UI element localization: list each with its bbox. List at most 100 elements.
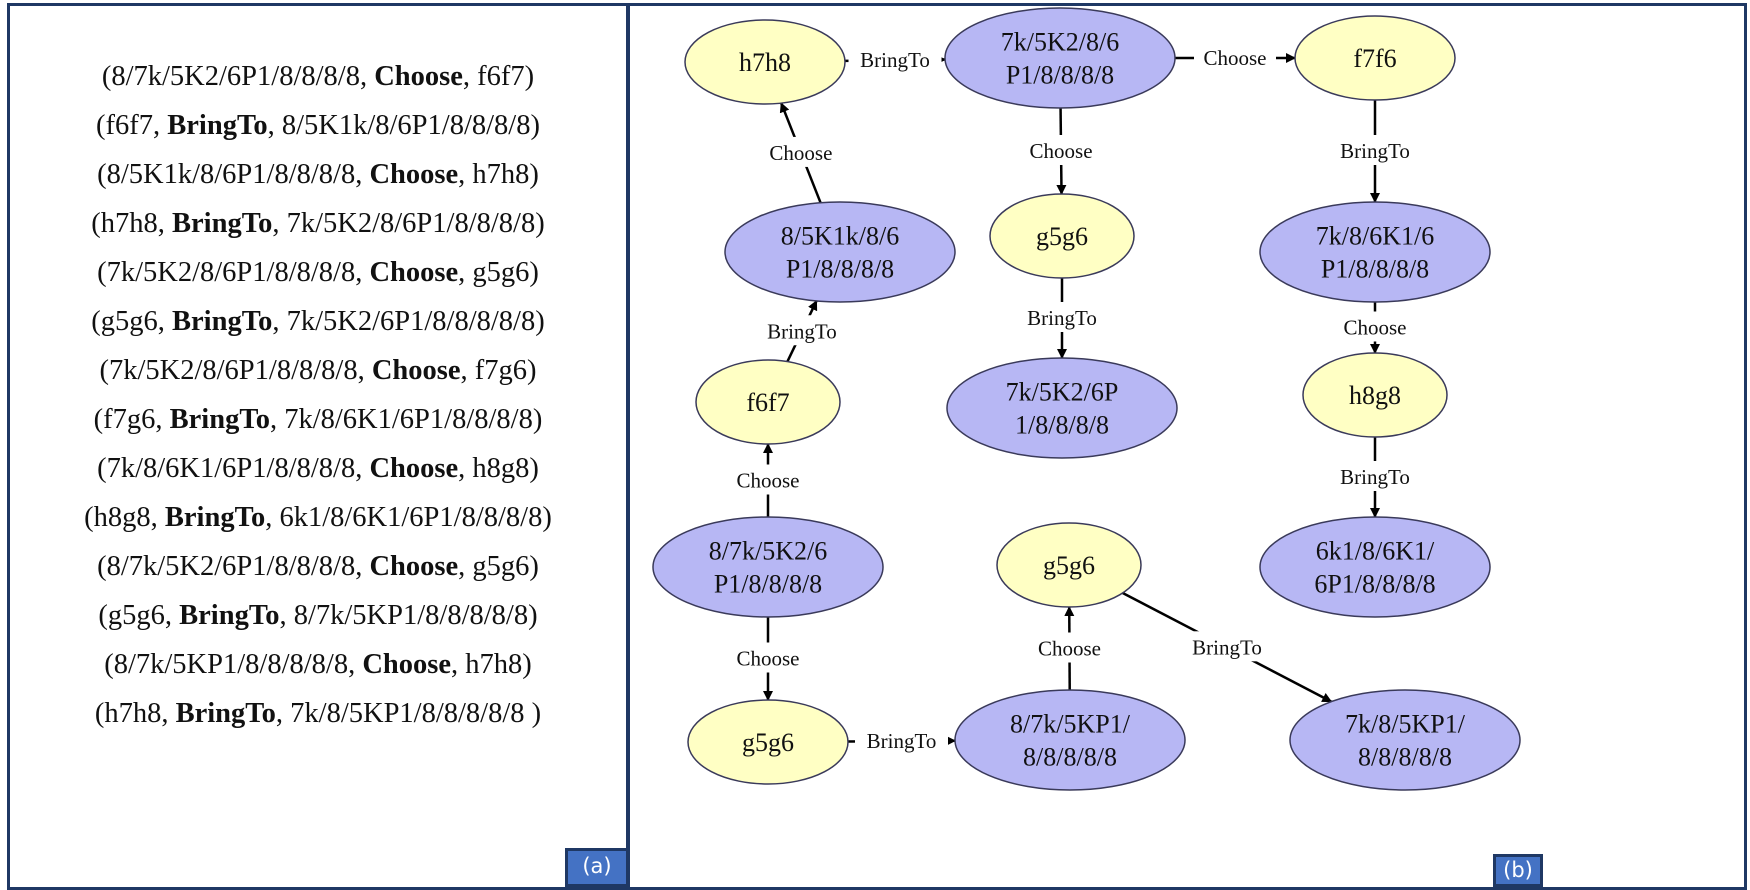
node-label: 6P1/8/8/8/8 (1314, 570, 1435, 599)
triple-predicate: BringTo (167, 110, 268, 141)
node-ellipse (687, 699, 849, 785)
panel-b-label: (b) (1493, 854, 1543, 887)
edge: Choose (1334, 302, 1416, 354)
panel-a-label: (a) (565, 848, 629, 887)
state-node: 7k/5K2/6P1/8/8/8/8 (946, 357, 1178, 459)
triple-object: 7k/8/5KP1/8/8/8/8/8 (290, 698, 532, 729)
node-label: 8/7k/5KP1/ (1010, 710, 1131, 739)
state-node: 6k1/8/6K1/6P1/8/8/8/8 (1259, 516, 1491, 618)
node-ellipse (1294, 15, 1456, 101)
edge-label: BringTo (867, 729, 937, 753)
triple-subject: 8/5K1k/8/6P1/8/8/8/8 (106, 159, 356, 190)
triple-predicate: Choose (369, 453, 459, 484)
triple-object: 8/5K1k/8/6P1/8/8/8/8 (281, 110, 531, 141)
edge-label: BringTo (1340, 139, 1410, 163)
triple-subject: g5g6 (107, 600, 165, 631)
triple-predicate: Choose (369, 257, 459, 288)
state-node: 7k/5K2/8/6P1/8/8/8/8 (944, 7, 1176, 109)
edge-label-bg (755, 315, 849, 346)
triple-row: (h7h8, BringTo, 7k/8/5KP1/8/8/8/8/8 ) (94, 698, 542, 729)
node-label: 7k/5K2/6P (1006, 378, 1119, 407)
edge: Choose (1175, 42, 1296, 72)
state-node: 8/5K1k/8/6P1/8/8/8/8 (724, 201, 956, 303)
edge: BringTo (844, 44, 947, 75)
triple-predicate: BringTo (164, 502, 266, 533)
node-label: g5g6 (1036, 222, 1088, 251)
panel-divider (626, 3, 630, 887)
node-ellipse (684, 19, 846, 105)
triple-object: f6f7 (477, 61, 525, 92)
edge: BringTo (1328, 437, 1422, 518)
triple-predicate: BringTo (169, 404, 270, 435)
state-node: 8/7k/5KP1/8/8/8/8/8 (954, 689, 1186, 791)
triple-subject: h7h8 (100, 208, 158, 239)
node-label: 6k1/8/6K1/ (1316, 537, 1435, 566)
edge-label: BringTo (1192, 635, 1262, 659)
triple-predicate: Choose (369, 551, 459, 582)
triple-predicate: Choose (369, 159, 459, 190)
state-node: 8/7k/5K2/6P1/8/8/8/8 (652, 516, 884, 618)
edge: BringTo (1015, 278, 1109, 359)
triple-object: f7g6 (474, 355, 528, 386)
triple-row: (g5g6, BringTo, 7k/5K2/6P1/8/8/8/8/8) (91, 306, 545, 337)
triple-object: 7k/8/6K1/6P1/8/8/8/8 (284, 404, 533, 435)
edge-label-bg (1180, 631, 1274, 662)
node-ellipse (695, 359, 841, 445)
triple-row: (h7h8, BringTo, 7k/5K2/8/6P1/8/8/8/8) (91, 208, 545, 239)
edge-label: Choose (769, 141, 832, 165)
triple-row: (8/7k/5KP1/8/8/8/8/8, Choose, h7h8) (104, 649, 532, 680)
node-label: P1/8/8/8/8 (1321, 255, 1429, 284)
edge: BringTo (755, 300, 849, 363)
node-label: h8g8 (1349, 381, 1401, 410)
triple-predicate: Choose (362, 649, 452, 680)
triple-subject: f6f7 (105, 110, 154, 141)
triple-object: h7h8 (465, 649, 523, 680)
node-ellipse (652, 516, 884, 618)
triple-predicate: BringTo (179, 600, 280, 631)
triple-subject: h7h8 (104, 698, 162, 729)
triple-row: (8/7k/5K2/6P1/8/8/8/8, Choose, f6f7) (101, 61, 535, 92)
node-label: 8/7k/5K2/6 (709, 537, 827, 566)
triple-object: g5g6 (472, 257, 530, 288)
triple-predicate: Choose (371, 355, 461, 386)
edge-label-bg (855, 725, 949, 756)
triple-row: (7k/5K2/8/6P1/8/8/8/8, Choose, f7g6) (99, 355, 537, 386)
triple-row: (g5g6, BringTo, 8/7k/5KP1/8/8/8/8/8) (98, 600, 538, 631)
edge: Choose (759, 102, 842, 204)
node-label: f6f7 (746, 388, 789, 417)
triple-predicate: BringTo (172, 306, 273, 337)
node-ellipse (1259, 516, 1491, 618)
edge-label-bg (1328, 135, 1422, 165)
node-ellipse (944, 7, 1176, 109)
move-node: h8g8 (1302, 352, 1448, 438)
triple-subject: 8/7k/5K2/6P1/8/8/8/8 (111, 61, 360, 92)
edge-label: Choose (1038, 636, 1101, 660)
node-label: 8/5K1k/8/6 (781, 222, 899, 251)
state-node: 7k/8/5KP1/8/8/8/8/8 (1289, 689, 1521, 791)
node-ellipse (996, 522, 1142, 608)
edge-label: BringTo (1027, 306, 1097, 330)
triple-object: h7h8 (472, 159, 530, 190)
edge: BringTo (847, 725, 957, 756)
triple-row: (7k/8/6K1/6P1/8/8/8/8, Choose, h8g8) (97, 453, 539, 484)
node-label: P1/8/8/8/8 (1006, 61, 1114, 90)
triple-row: (f6f7, BringTo, 8/5K1k/8/6P1/8/8/8/8) (96, 110, 540, 141)
edge-label: BringTo (767, 319, 837, 343)
move-node: h7h8 (684, 19, 846, 105)
edge-label: Choose (737, 469, 800, 493)
node-ellipse (1302, 352, 1448, 438)
triple-predicate: Choose (374, 61, 463, 92)
edge-label: Choose (1204, 46, 1267, 70)
node-label: g5g6 (742, 728, 794, 757)
edge: Choose (727, 443, 809, 517)
triple-subject: 8/7k/5KP1/8/8/8/8/8 (113, 649, 349, 680)
edge-label: Choose (1030, 139, 1093, 163)
edge-label: Choose (1344, 316, 1407, 340)
triple-object: g5g6 (472, 551, 530, 582)
edge-label-bg (1020, 135, 1103, 166)
edge-label-bg (1028, 632, 1111, 663)
triple-object: h8g8 (472, 453, 530, 484)
edge: Choose (1020, 107, 1103, 196)
move-node: g5g6 (989, 193, 1135, 279)
state-node: 7k/8/6K1/6P1/8/8/8/8 (1259, 201, 1491, 303)
